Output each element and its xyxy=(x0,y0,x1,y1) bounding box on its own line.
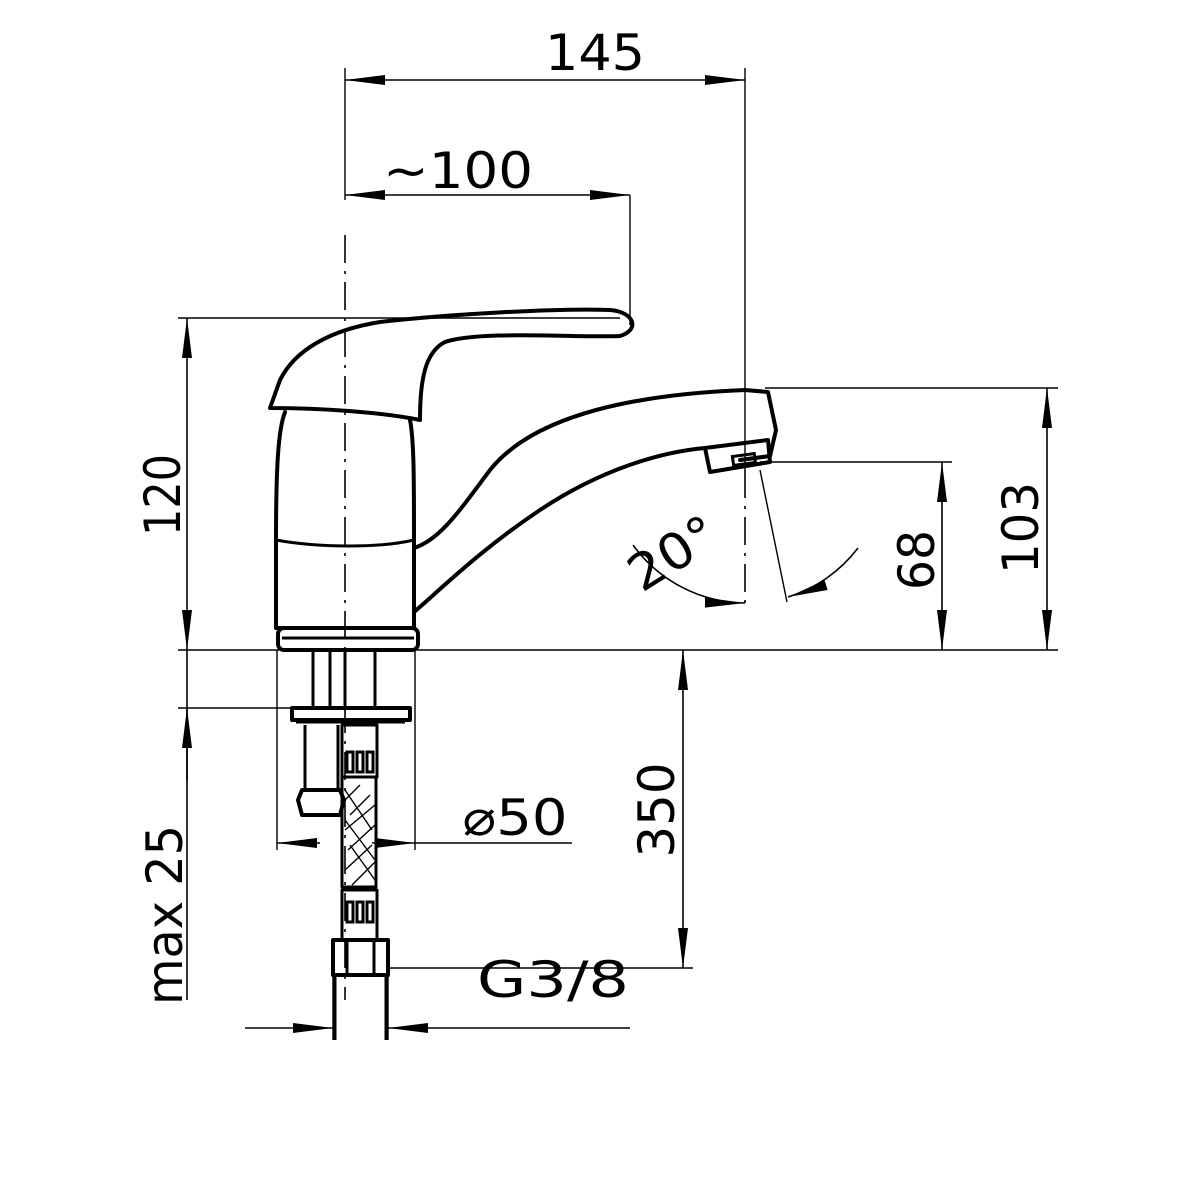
dimension-outlet-angle: 20° xyxy=(617,469,859,610)
dimension-max-countertop: max 25 xyxy=(136,650,410,1005)
dimension-base-diameter: ⌀50 xyxy=(276,650,572,850)
dimension-handle-reach: ~100 xyxy=(345,142,631,325)
aerator xyxy=(703,438,772,474)
label-100: ~100 xyxy=(383,142,533,200)
label-350: 350 xyxy=(628,763,686,858)
label-20-degrees: 20° xyxy=(617,504,728,604)
fixing-plate xyxy=(290,706,412,722)
lever-handle xyxy=(268,307,635,422)
label-g3-8: G3/8 xyxy=(477,951,629,1009)
label-diameter-50: ⌀50 xyxy=(463,789,568,847)
label-120: 120 xyxy=(134,454,192,536)
dimension-outlet-height: 68 xyxy=(760,461,952,650)
fixing-nut xyxy=(296,788,346,817)
label-68: 68 xyxy=(888,530,946,590)
label-103: 103 xyxy=(992,482,1050,574)
label-max-25: max 25 xyxy=(136,825,194,1005)
dimension-overall-reach: 145 xyxy=(344,24,746,470)
dimension-hose-length: 350 xyxy=(390,650,693,969)
spout xyxy=(412,388,778,614)
faucet xyxy=(268,307,778,1040)
dimension-total-height: 120 xyxy=(134,317,1058,651)
dimension-thread: G3/8 xyxy=(245,951,630,1040)
label-145: 145 xyxy=(545,24,645,82)
mixer-body xyxy=(274,410,416,630)
flexible-hose xyxy=(331,723,390,1040)
dimension-spout-height: 103 xyxy=(765,387,1058,650)
hose-nut xyxy=(331,938,390,977)
